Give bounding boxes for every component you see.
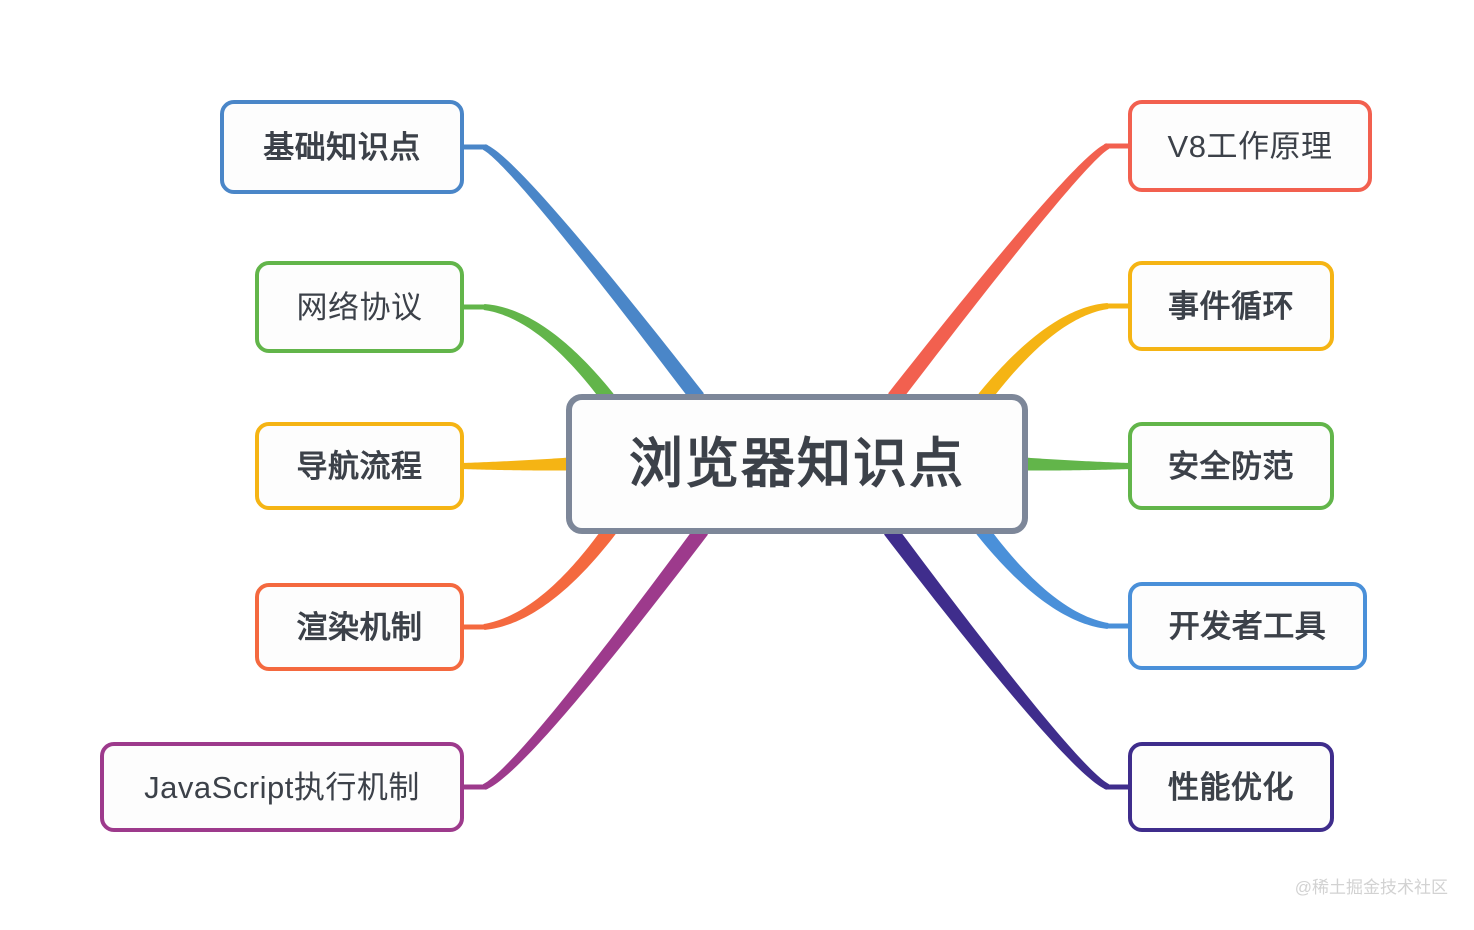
node-label: V8工作原理 bbox=[1167, 128, 1333, 164]
center-node-label: 浏览器知识点 bbox=[629, 434, 965, 494]
connector bbox=[462, 457, 571, 471]
node-label: 网络协议 bbox=[296, 289, 423, 325]
node-label: 渲染机制 bbox=[296, 609, 423, 645]
connector bbox=[483, 525, 616, 630]
connector bbox=[482, 144, 704, 403]
node-label: 基础知识点 bbox=[263, 129, 421, 165]
node-navigation-process[interactable]: 导航流程 bbox=[255, 422, 464, 510]
node-javascript-execution[interactable]: JavaScript执行机制 bbox=[100, 742, 464, 832]
connector bbox=[888, 143, 1110, 403]
node-v8-engine[interactable]: V8工作原理 bbox=[1128, 100, 1372, 192]
node-network-protocol[interactable]: 网络协议 bbox=[255, 261, 464, 353]
connector bbox=[978, 303, 1109, 403]
connector bbox=[976, 525, 1109, 629]
node-label: 开发者工具 bbox=[1168, 608, 1327, 644]
node-label: JavaScript执行机制 bbox=[144, 769, 420, 805]
node-label: 性能优化 bbox=[1168, 769, 1294, 805]
node-security[interactable]: 安全防范 bbox=[1128, 422, 1334, 510]
connector bbox=[482, 525, 708, 790]
node-performance[interactable]: 性能优化 bbox=[1128, 742, 1334, 832]
center-node[interactable]: 浏览器知识点 bbox=[566, 394, 1028, 534]
connector bbox=[483, 304, 614, 403]
watermark: @稀土掘金技术社区 bbox=[1294, 878, 1448, 897]
node-label: 导航流程 bbox=[296, 448, 423, 484]
node-label: 事件循环 bbox=[1168, 288, 1294, 324]
node-basic-knowledge[interactable]: 基础知识点 bbox=[220, 100, 464, 194]
node-devtools[interactable]: 开发者工具 bbox=[1128, 582, 1367, 670]
connector bbox=[884, 525, 1110, 790]
node-rendering-mechanism[interactable]: 渲染机制 bbox=[255, 583, 464, 671]
connector bbox=[1023, 457, 1130, 471]
node-event-loop[interactable]: 事件循环 bbox=[1128, 261, 1334, 351]
node-label: 安全防范 bbox=[1168, 448, 1294, 484]
